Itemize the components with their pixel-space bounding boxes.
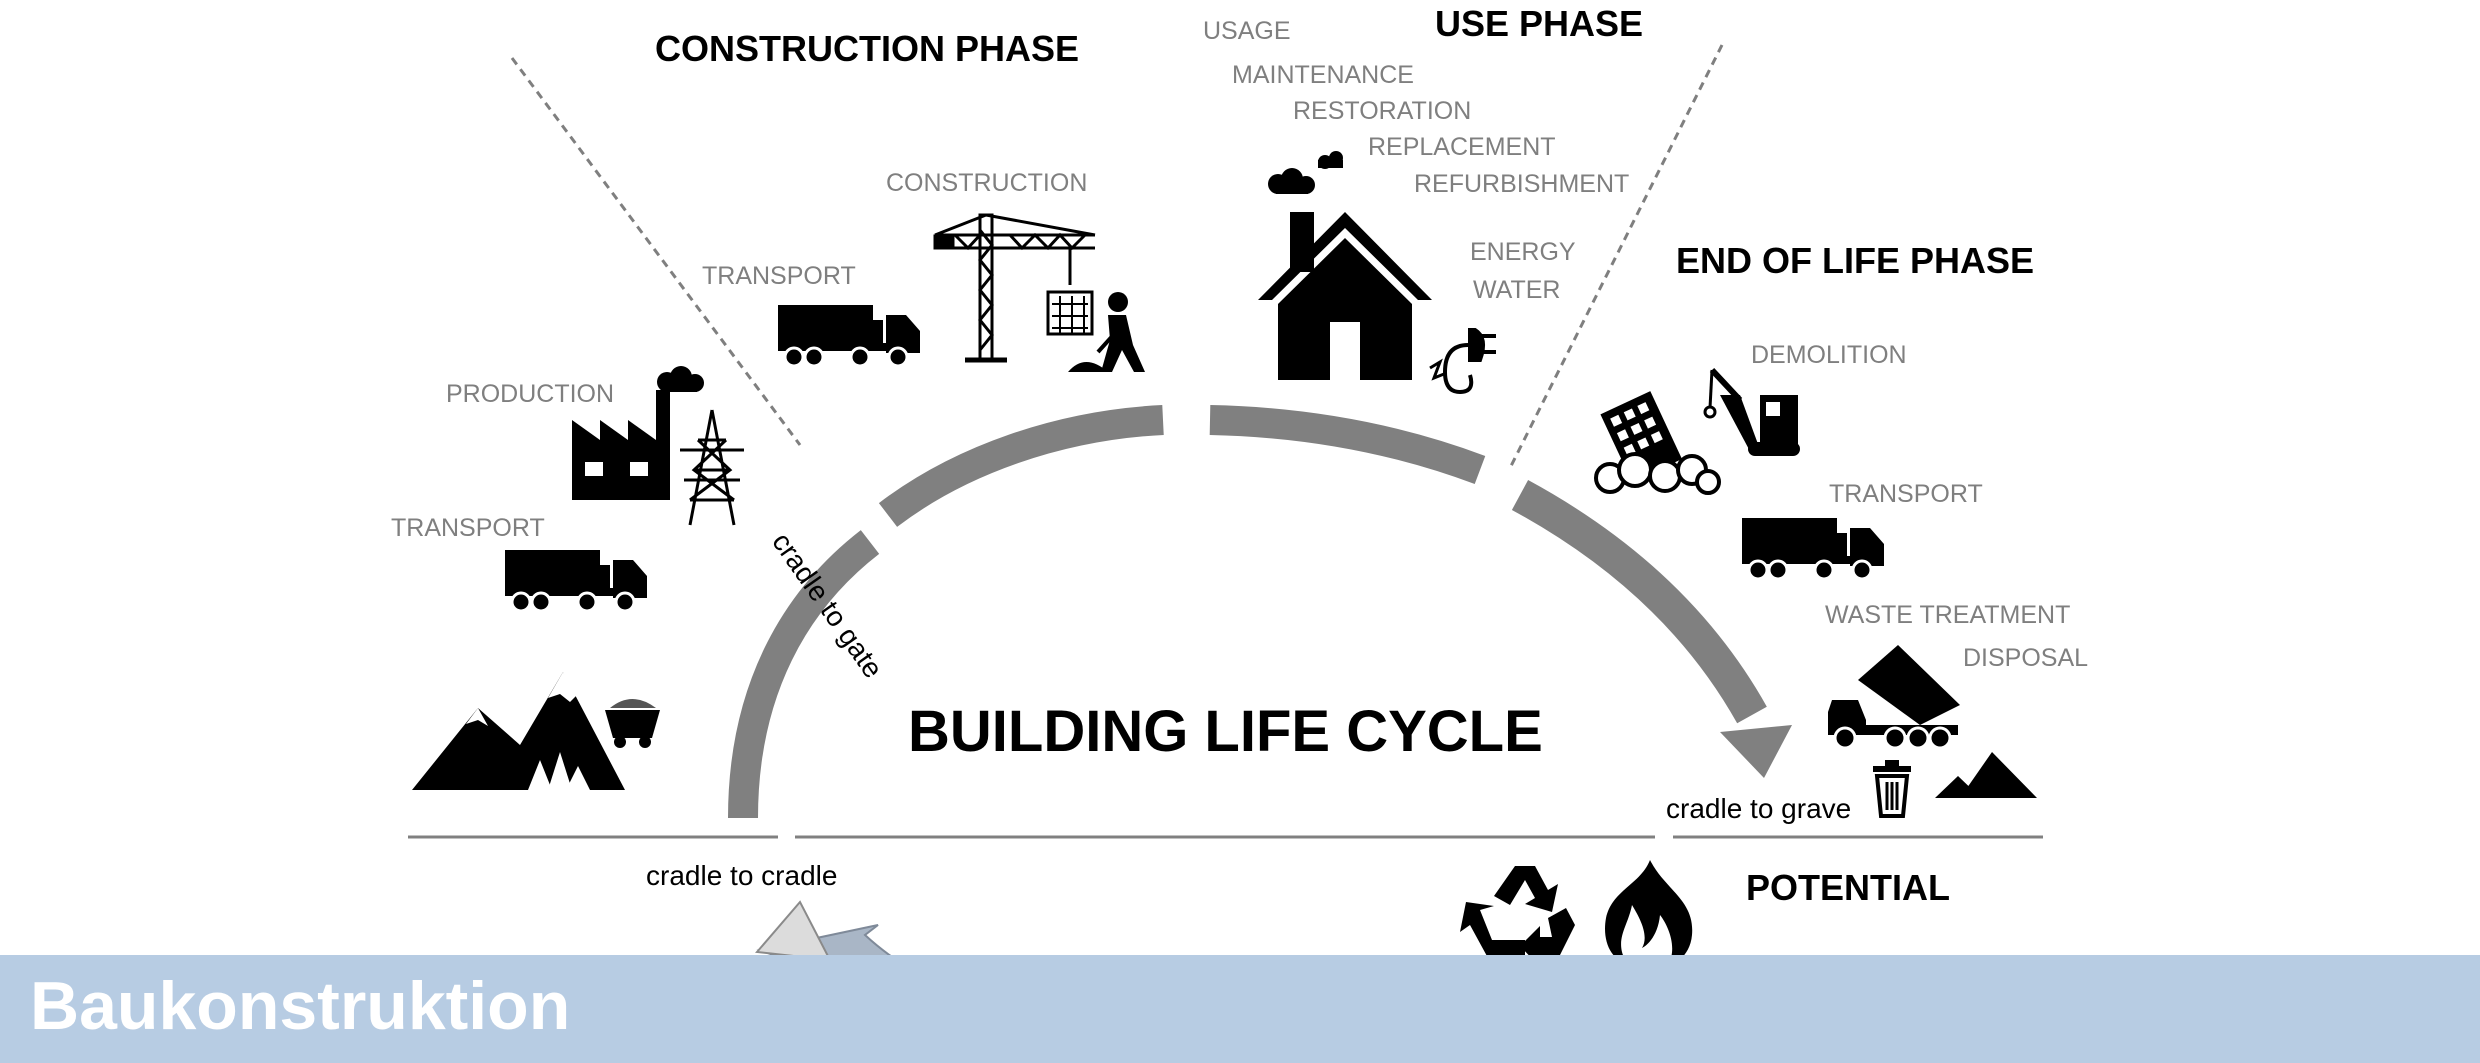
power-pylon-icon <box>680 409 744 526</box>
construction-phase-heading: CONSTRUCTION PHASE <box>655 28 1080 69</box>
transport-label-1: TRANSPORT <box>391 514 545 542</box>
truck-icon <box>1740 516 1886 581</box>
arc-production-segment <box>728 530 880 819</box>
arc-use-segment <box>1209 405 1486 485</box>
arc-arrowhead <box>1720 725 1792 778</box>
potential-heading: POTENTIAL <box>1746 867 1950 908</box>
arc-end-of-life-segment <box>1511 480 1767 724</box>
phase-separator-right <box>1508 44 1724 469</box>
worker-icon <box>1068 292 1145 372</box>
demolition-label: DEMOLITION <box>1751 341 1907 369</box>
chimney-smoke-icon <box>1268 168 1315 194</box>
transport-label-3: TRANSPORT <box>1829 480 1983 508</box>
factory-icon <box>572 390 670 500</box>
cradle-to-cradle-arrowhead <box>755 900 832 962</box>
factory-smoke-icon <box>657 366 704 392</box>
crane-icon <box>933 213 1096 363</box>
mountain-icon <box>412 672 625 790</box>
waste-treatment-label: WASTE TREATMENT <box>1825 601 2071 629</box>
mine-cart-icon <box>605 699 660 748</box>
flame-icon <box>1605 860 1693 965</box>
small-cloud-icon <box>1318 151 1343 169</box>
restoration-label: RESTORATION <box>1293 97 1472 125</box>
truck-icon <box>503 548 649 613</box>
phase-separator-left <box>510 57 802 446</box>
truck-icon <box>776 303 922 368</box>
footer-band <box>0 955 2480 1063</box>
heap-icon <box>1935 752 2037 798</box>
excavator-icon <box>1703 367 1800 456</box>
transport-label-2: TRANSPORT <box>702 262 856 290</box>
usage-label: USAGE <box>1203 17 1291 45</box>
energy-label: ENERGY <box>1470 238 1576 266</box>
cradle-to-cradle-label: cradle to cradle <box>646 860 838 891</box>
recycle-icon <box>1460 866 1575 967</box>
disposal-label: DISPOSAL <box>1963 644 2089 672</box>
refurbishment-label: REFURBISHMENT <box>1414 170 1630 198</box>
footer-title: Baukonstruktion <box>30 968 571 1044</box>
use-phase-heading: USE PHASE <box>1435 3 1644 44</box>
collapsing-building-icon <box>1594 391 1721 495</box>
plug-icon <box>1429 328 1496 395</box>
cradle-to-grave-label: cradle to grave <box>1666 793 1852 824</box>
end-of-life-phase-heading: END OF LIFE PHASE <box>1676 240 2035 281</box>
house-icon <box>1258 212 1432 380</box>
diagram-title: BUILDING LIFE CYCLE <box>908 699 1543 764</box>
production-label: PRODUCTION <box>446 380 615 408</box>
water-label: WATER <box>1473 276 1561 304</box>
dump-truck-icon <box>1828 645 1960 750</box>
maintenance-label: MAINTENANCE <box>1232 61 1414 89</box>
construction-label: CONSTRUCTION <box>886 169 1088 197</box>
replacement-label: REPLACEMENT <box>1368 133 1556 161</box>
trash-can-icon <box>1873 760 1911 818</box>
arc-construction-segment <box>878 405 1164 527</box>
